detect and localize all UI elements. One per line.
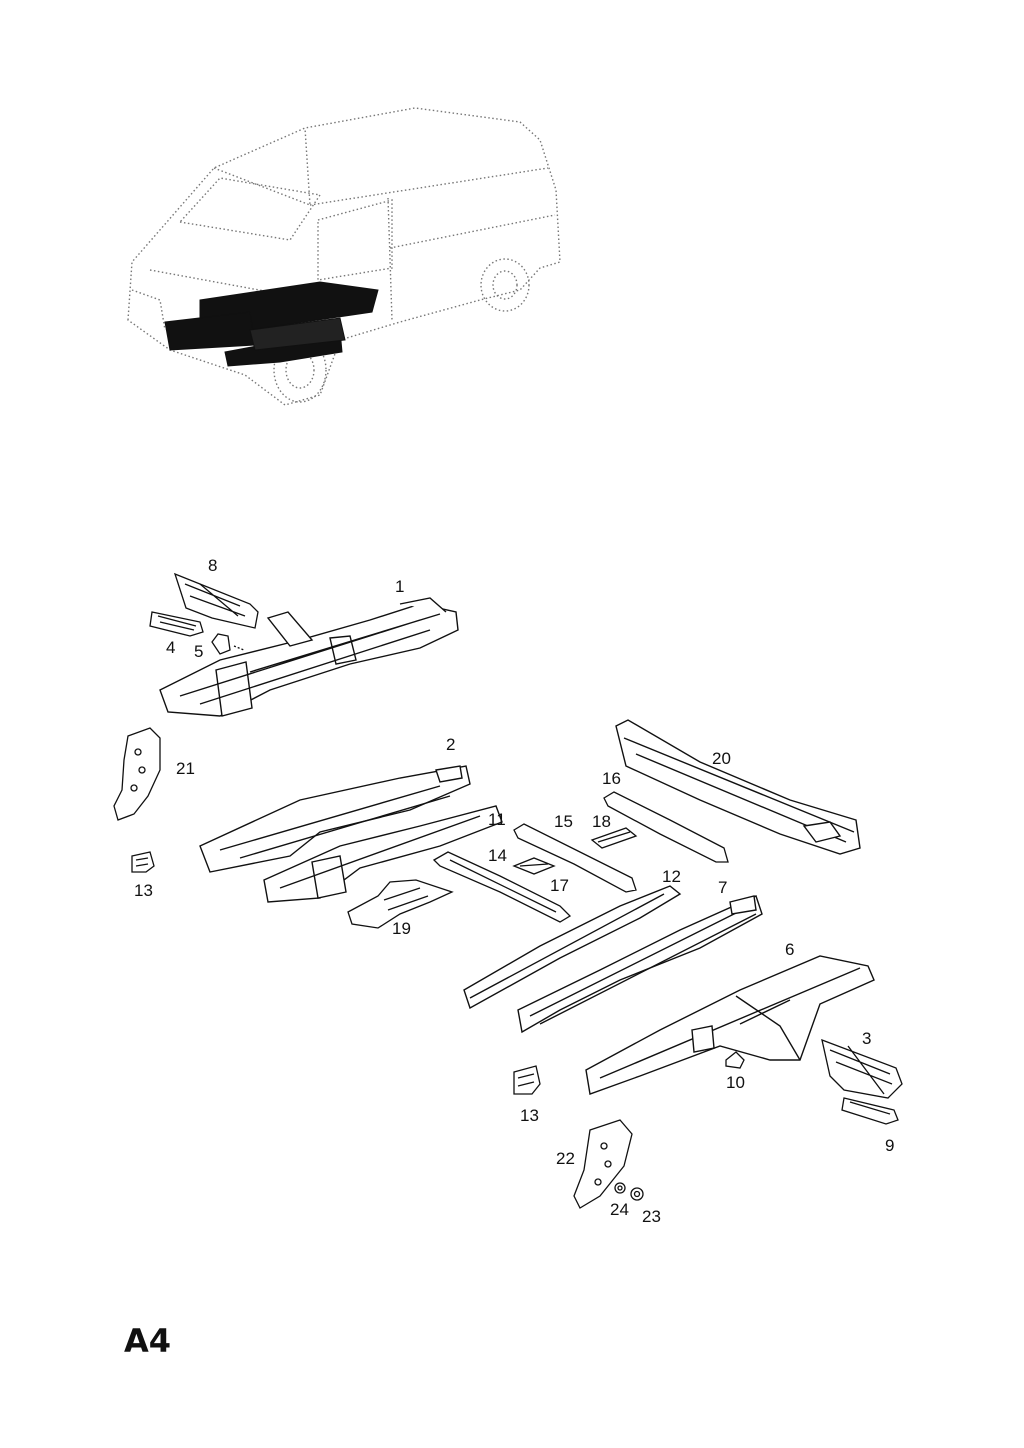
part-12-side-member (463, 885, 682, 1010)
van-overview-illustration (127, 107, 561, 406)
callout-10: 10 (726, 1073, 745, 1092)
part-2-side-member (199, 765, 471, 873)
part-7-side-member (517, 895, 763, 1034)
callout-7: 7 (718, 878, 728, 897)
part-11-side-member (263, 805, 503, 903)
callout-24: 24 (610, 1200, 629, 1219)
callout-8: 8 (208, 556, 218, 575)
callout-23: 23 (642, 1207, 661, 1226)
callout-3: 3 (862, 1029, 872, 1048)
callout-16: 16 (602, 769, 621, 788)
callout-19: 19 (392, 919, 411, 938)
part-4-reinforcement (149, 611, 204, 637)
callout-11: 11 (488, 810, 506, 829)
callout-14: 14 (488, 846, 507, 865)
callout-2: 2 (446, 735, 456, 754)
sheet-code: A4 (124, 1322, 172, 1360)
part-14-crossmember (432, 851, 572, 923)
callout-18: 18 (592, 812, 611, 831)
part-5-bracket (211, 633, 245, 655)
highlighted-floor-frame (164, 281, 379, 367)
part-6-rear-side-member (585, 955, 875, 1095)
callout-15: 15 (554, 812, 573, 831)
part-9-reinforcement (841, 1097, 899, 1125)
callout-12: 12 (662, 867, 681, 886)
callout-13: 13 (134, 881, 153, 900)
part-19-support-bracket (347, 879, 454, 929)
callout-20: 20 (712, 749, 731, 768)
part-15-crossmember (513, 823, 637, 893)
callout-22: 22 (556, 1149, 575, 1168)
part-24-washer (614, 1182, 626, 1194)
part-13-bracket-left (131, 851, 155, 873)
callout-5: 5 (194, 642, 204, 661)
part-22-mounting-plate (573, 1119, 633, 1209)
part-13-bracket-right (513, 1065, 541, 1095)
part-3-bracket-plate (821, 1038, 903, 1099)
part-21-mounting-plate (113, 727, 161, 821)
callout-21: 21 (176, 759, 195, 778)
callout-1: 1 (395, 577, 405, 596)
part-1-front-side-member (159, 597, 459, 717)
part-17-plate (512, 857, 556, 875)
callout-17: 17 (550, 876, 569, 895)
part-16-crossmember (603, 791, 729, 863)
callout-13: 13 (520, 1106, 539, 1125)
part-18-plate (590, 827, 638, 849)
callout-6: 6 (785, 940, 795, 959)
callout-4: 4 (166, 638, 176, 657)
callout-9: 9 (885, 1136, 895, 1155)
part-8-bracket-plate (173, 572, 259, 629)
part-23-nut (630, 1187, 644, 1201)
part-10-bracket (725, 1051, 745, 1069)
part-20-rear-crossmember (615, 719, 861, 855)
